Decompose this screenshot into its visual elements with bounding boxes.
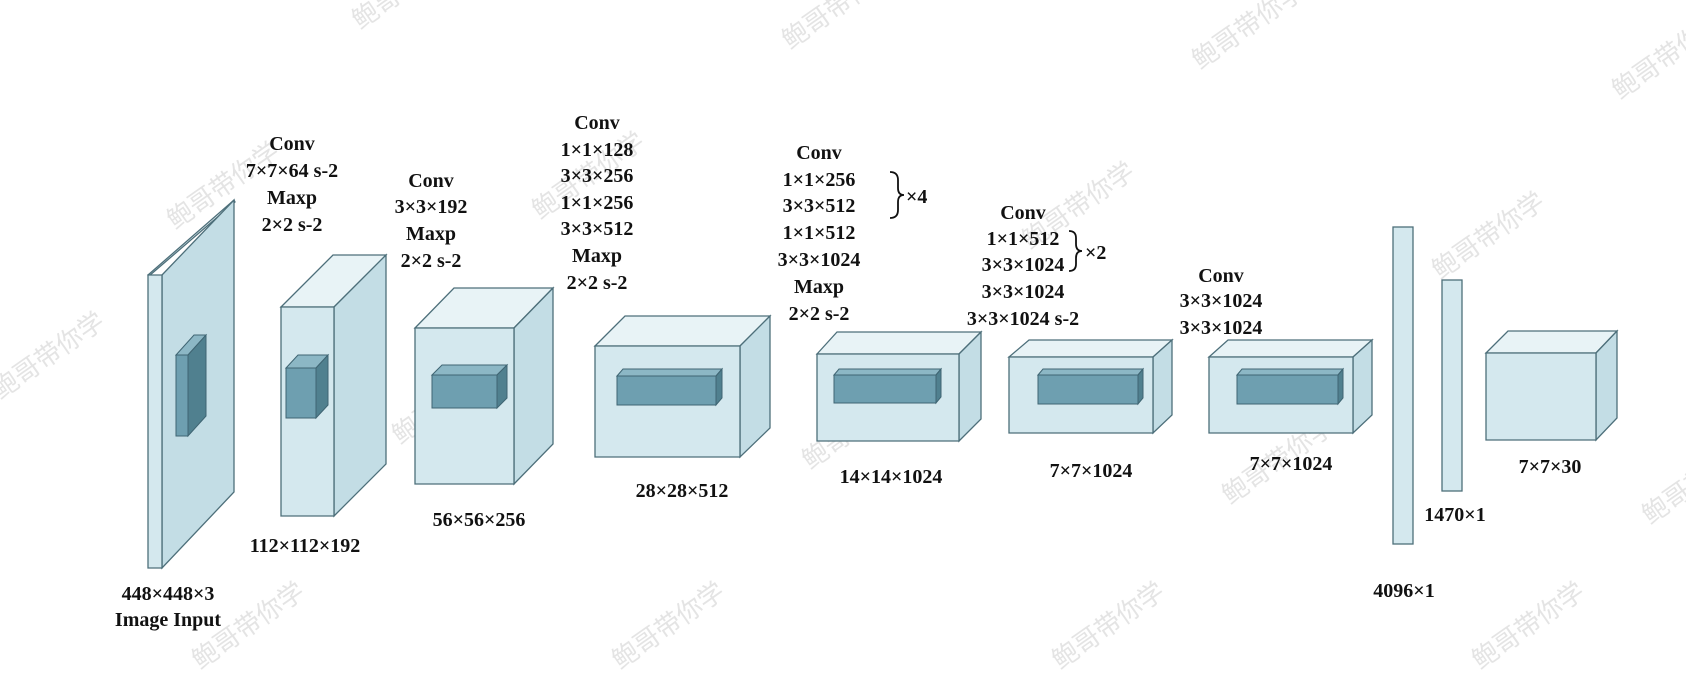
- op-label: Maxp: [794, 276, 844, 298]
- stage5-block: [1007, 338, 1174, 435]
- op-label: 1×1×256: [561, 192, 634, 214]
- kernel-3x3: [284, 353, 330, 420]
- op-label: Conv: [408, 170, 454, 192]
- op-label: 1×1×512: [987, 228, 1060, 250]
- watermark: 鲍哥带你学: [1427, 187, 1551, 286]
- watermark: 鲍哥带你学: [1607, 7, 1686, 106]
- dims-label-input: 448×448×3: [122, 583, 215, 605]
- op-label: Maxp: [572, 245, 622, 267]
- op-label: 3×3×512: [561, 218, 634, 240]
- op-label: Conv: [796, 142, 842, 164]
- op-label: 3×3×1024: [1180, 317, 1263, 339]
- op-label: 1×1×512: [783, 222, 856, 244]
- op-label: 2×2 s-2: [401, 250, 462, 272]
- watermark: 鲍哥带你学: [1047, 577, 1171, 676]
- op-label: 3×3×1024: [982, 254, 1065, 276]
- op-label: Conv: [269, 133, 315, 155]
- repeat-label-stage4: ×4: [906, 186, 927, 208]
- op-label: Maxp: [406, 223, 456, 245]
- repeat-brace-stage4: [889, 171, 905, 219]
- op-label: 2×2 s-2: [789, 303, 850, 325]
- op-label: 1×1×128: [561, 139, 634, 161]
- ops-stage5: Conv 1×1×512 3×3×1024 3×3×1024 3×3×1024 …: [967, 202, 1079, 330]
- op-label: Conv: [1000, 202, 1046, 224]
- dims-label-stage3: 28×28×512: [636, 480, 729, 502]
- ops-stage1: Conv 7×7×64 s-2 Maxp 2×2 s-2: [246, 133, 338, 236]
- stage3-block: [593, 314, 772, 459]
- dims-label-stage6: 7×7×1024: [1250, 453, 1333, 475]
- dims-label-fc1: 4096×1: [1373, 580, 1434, 602]
- stage2-block: [413, 286, 555, 486]
- op-label: 1×1×256: [783, 169, 856, 191]
- op-label: 3×3×1024 s-2: [967, 308, 1079, 330]
- op-label: Maxp: [267, 187, 317, 209]
- caption-image-input: Image Input: [115, 609, 221, 631]
- watermark: 鲍哥带你学: [607, 577, 731, 676]
- dims-label-output: 7×7×30: [1519, 456, 1582, 478]
- watermark: 鲍哥带你学: [1187, 0, 1311, 76]
- watermark: 鲍哥带你学: [777, 0, 901, 56]
- repeat-label-stage5: ×2: [1085, 242, 1106, 264]
- op-label: 3×3×1024: [1180, 290, 1263, 312]
- output-block: [1484, 329, 1619, 442]
- stage1-block: [279, 253, 388, 518]
- op-label: 3×3×1024: [778, 249, 861, 271]
- dims-label-stage4: 14×14×1024: [840, 466, 943, 488]
- kernel-7x7: [174, 333, 208, 438]
- repeat-brace-stage5: [1068, 230, 1083, 272]
- fc-1470-bar: [1441, 279, 1463, 492]
- stage4-block: [815, 330, 983, 443]
- ops-stage2: Conv 3×3×192 Maxp 2×2 s-2: [395, 170, 468, 272]
- stage6-block: [1207, 338, 1374, 435]
- op-label: Conv: [574, 112, 620, 134]
- kernel-3x3: [430, 363, 509, 410]
- kernel-3x3: [1235, 367, 1345, 406]
- op-label: 3×3×1024: [982, 281, 1065, 303]
- dims-label-stage5: 7×7×1024: [1050, 460, 1133, 482]
- op-label: 2×2 s-2: [567, 272, 628, 294]
- kernel-1x1: [615, 367, 724, 407]
- input-layer-block: [147, 198, 236, 570]
- op-label: 3×3×512: [783, 195, 856, 217]
- dims-label-stage1: 112×112×192: [250, 535, 361, 557]
- op-label: Conv: [1198, 265, 1244, 287]
- watermark: 鲍哥带你学: [0, 307, 111, 406]
- watermark: 鲍哥带你学: [1467, 577, 1591, 676]
- op-label: 7×7×64 s-2: [246, 160, 338, 182]
- op-label: 3×3×256: [561, 165, 634, 187]
- op-label: 2×2 s-2: [262, 214, 323, 236]
- ops-stage6: Conv 3×3×1024 3×3×1024: [1180, 265, 1263, 339]
- op-label: 3×3×192: [395, 196, 468, 218]
- watermark: 鲍哥带你学: [1637, 432, 1686, 531]
- dims-label-fc2: 1470×1: [1424, 504, 1485, 526]
- ops-stage3: Conv 1×1×128 3×3×256 1×1×256 3×3×512 Max…: [561, 112, 634, 294]
- watermark: 鲍哥带你学: [347, 0, 471, 36]
- kernel-3x3: [1036, 367, 1145, 406]
- ops-stage4: Conv 1×1×256 3×3×512 1×1×512 3×3×1024 Ma…: [778, 142, 861, 325]
- kernel-3x3: [832, 367, 943, 405]
- dims-label-stage2: 56×56×256: [433, 509, 526, 531]
- fc-4096-bar: [1392, 226, 1414, 545]
